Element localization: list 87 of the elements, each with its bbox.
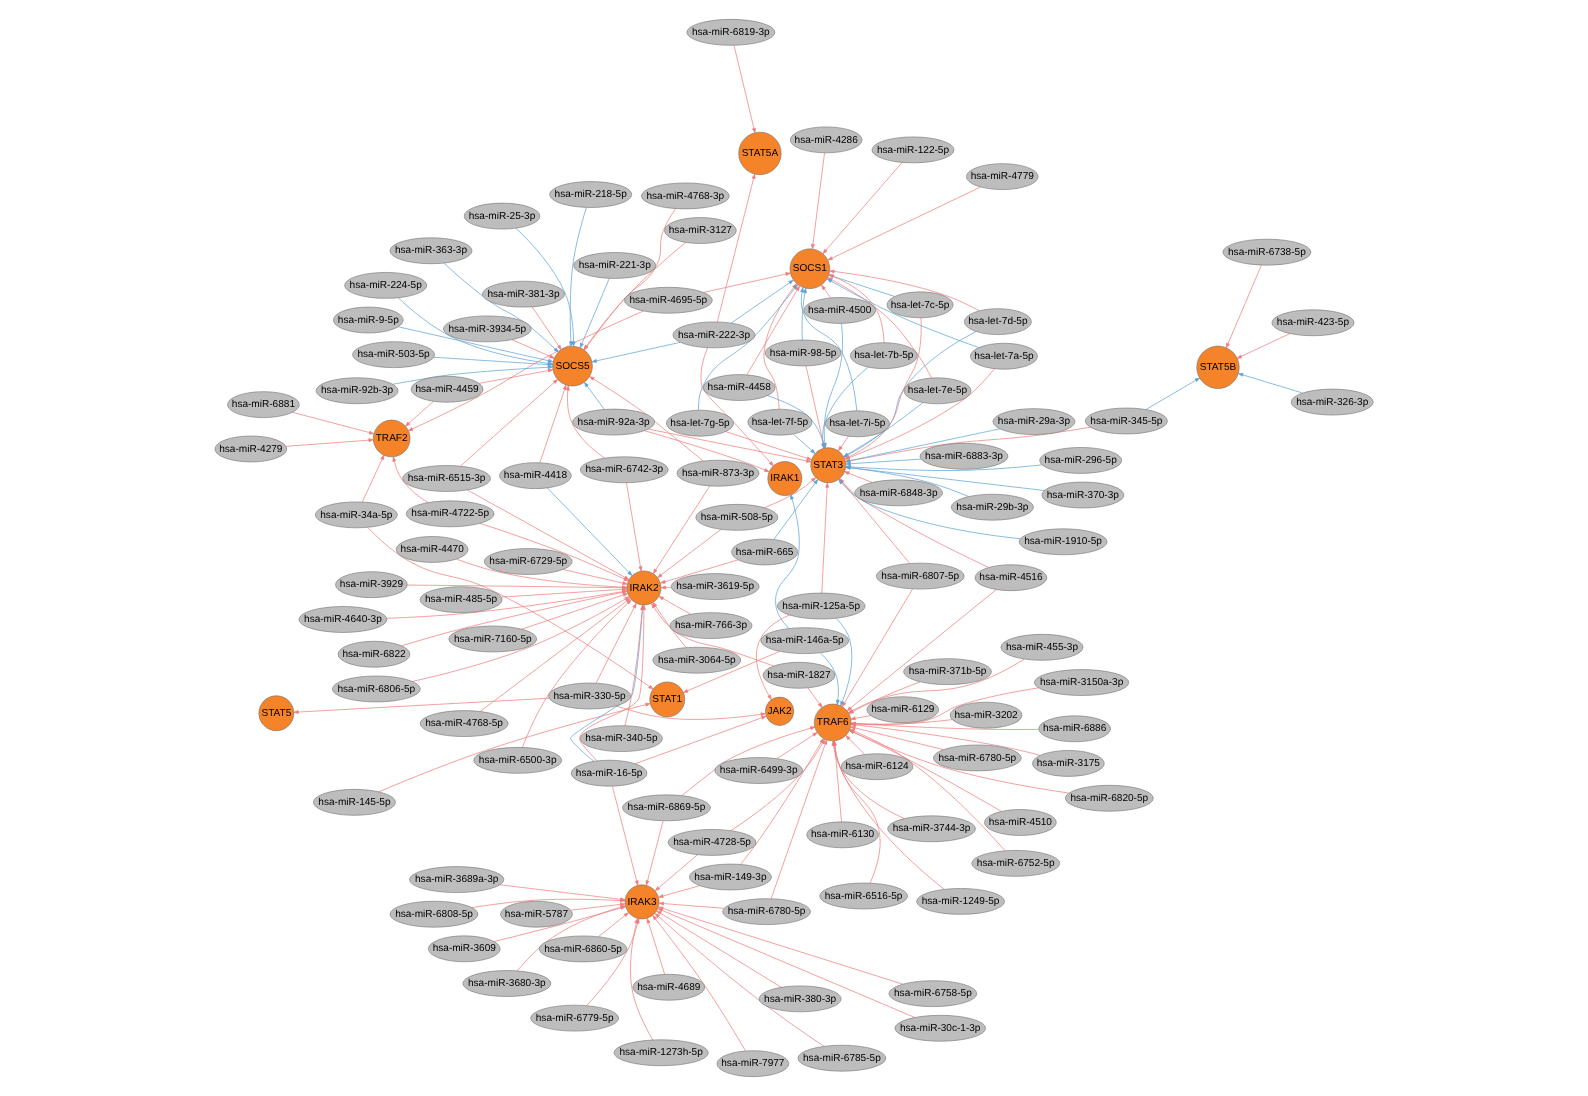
arrow	[657, 908, 916, 1018]
arrow	[397, 326, 554, 363]
arrow	[848, 681, 921, 714]
arrow	[634, 715, 767, 765]
arrow	[652, 915, 746, 1052]
arrow	[839, 478, 911, 564]
arrow	[569, 207, 587, 347]
arrow	[807, 687, 823, 708]
arrow	[653, 485, 711, 574]
arrow	[584, 382, 605, 410]
arrow	[285, 438, 374, 447]
arrow	[841, 588, 913, 707]
arrow	[644, 430, 770, 473]
arrow	[292, 411, 375, 435]
arrow	[515, 227, 576, 347]
arrow	[362, 454, 385, 503]
arrow	[654, 913, 825, 1047]
arrow	[850, 715, 871, 721]
arrow	[658, 596, 692, 615]
arrow	[1145, 377, 1200, 410]
arrow	[531, 306, 562, 350]
arrow	[405, 401, 434, 427]
arrow	[1236, 333, 1291, 359]
arrow	[645, 820, 664, 886]
arrow	[849, 730, 1070, 794]
arrow	[849, 728, 1006, 852]
arrow	[660, 559, 739, 584]
arrow	[845, 735, 866, 755]
arrow	[683, 651, 780, 693]
arrow	[756, 614, 790, 700]
arrow	[801, 288, 807, 341]
arrow	[521, 593, 628, 630]
arrow	[566, 385, 605, 459]
arrow	[835, 618, 853, 707]
arrow	[615, 705, 766, 720]
arrow	[838, 436, 849, 451]
arrow	[612, 785, 639, 886]
arrow	[646, 918, 666, 975]
arrow	[651, 603, 774, 667]
arrow	[367, 527, 654, 690]
arrow	[775, 494, 800, 629]
arrow	[589, 376, 704, 462]
arrow	[626, 482, 643, 572]
arrow	[539, 384, 567, 464]
arrow	[412, 596, 630, 682]
arrow	[822, 162, 903, 254]
arrow	[703, 272, 791, 293]
arrow	[654, 854, 698, 891]
arrow	[725, 431, 812, 461]
arrow	[793, 433, 816, 454]
arrow	[293, 697, 550, 714]
arrow	[656, 910, 782, 988]
arrow	[1238, 373, 1303, 394]
arrow	[821, 284, 831, 299]
arrow	[652, 602, 687, 648]
arrow	[658, 906, 903, 985]
arrow	[844, 471, 873, 483]
arrow	[658, 885, 701, 898]
arrow	[811, 152, 825, 250]
arrow	[598, 912, 629, 937]
arrow	[460, 379, 558, 467]
arrow	[730, 279, 794, 324]
arrow	[849, 730, 1002, 812]
arrow	[776, 732, 818, 759]
arrow	[658, 901, 725, 909]
arrow	[1225, 264, 1262, 349]
arrow	[850, 726, 944, 750]
arrow	[827, 186, 981, 261]
arrow	[846, 589, 997, 712]
arrow	[716, 173, 756, 323]
arrow	[681, 726, 816, 796]
arrow	[392, 365, 553, 385]
arrow	[392, 456, 429, 503]
arrow	[661, 585, 672, 590]
arrow	[547, 487, 633, 576]
arrow	[733, 44, 756, 134]
arrow	[773, 479, 819, 540]
arrow	[657, 528, 722, 578]
arrow	[820, 652, 840, 705]
arrow	[595, 603, 637, 684]
arrow	[648, 428, 812, 463]
arrow	[479, 368, 553, 384]
arrow	[821, 482, 829, 594]
arrow	[764, 477, 816, 509]
arrow	[511, 339, 555, 359]
arrow	[591, 342, 681, 363]
arrow	[800, 287, 858, 412]
